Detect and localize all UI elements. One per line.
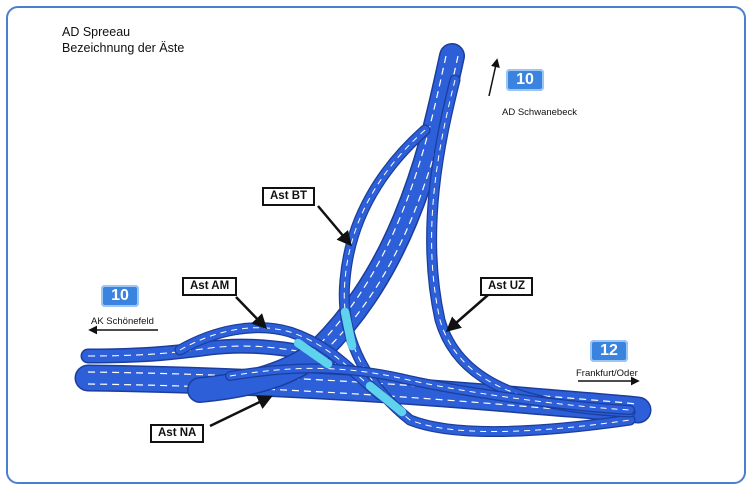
bridge-highlights	[293, 307, 407, 417]
arrow-north	[488, 58, 500, 97]
pointer-ast-am	[235, 296, 268, 330]
place-north: AD Schwanebeck	[502, 107, 577, 118]
shield-a12-east: 12	[590, 340, 628, 362]
ramp-ast-bt	[338, 124, 636, 438]
pointer-ast-bt	[317, 205, 352, 247]
label-ast-na: Ast NA	[150, 424, 205, 443]
shield-a10-north: 10	[506, 69, 544, 91]
place-west: AK Schönefeld	[91, 316, 154, 327]
title-line-1: AD Spreeau	[62, 25, 131, 39]
label-ast-am: Ast AM	[182, 277, 238, 296]
shield-a10-west: 10	[101, 285, 139, 307]
ramp-ast-uz	[426, 74, 636, 418]
ramp-ast-na	[225, 363, 635, 415]
pointer-ast-uz	[445, 294, 489, 332]
label-ast-uz: Ast UZ	[480, 277, 534, 296]
place-east: Frankfurt/Oder	[576, 368, 638, 379]
title-line-2: Bezeichnung der Äste	[62, 41, 185, 55]
pointer-ast-na	[209, 395, 273, 428]
motorway-west-arm	[80, 338, 338, 366]
diagram-title: AD Spreeau Bezeichnung der Äste	[62, 24, 184, 56]
label-ast-bt: Ast BT	[262, 187, 316, 206]
